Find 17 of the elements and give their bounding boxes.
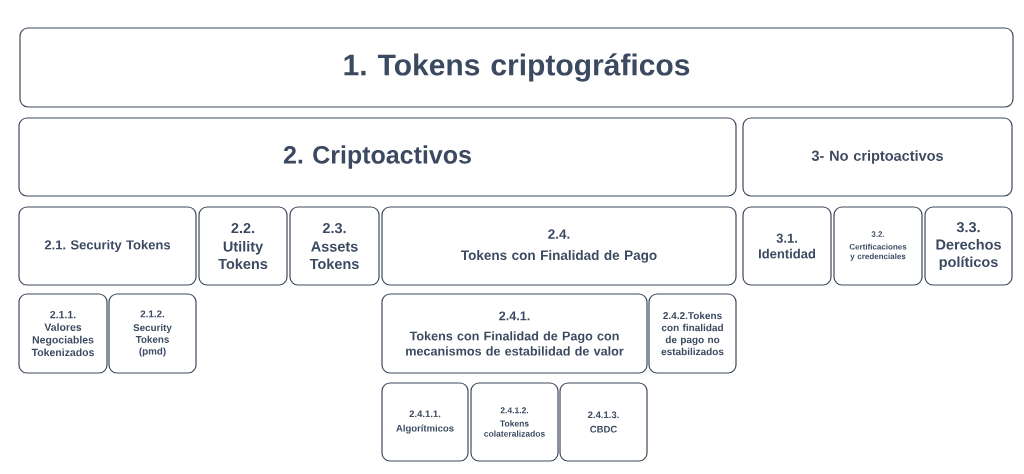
category-box: 3.3. Derechos políticos <box>924 206 1013 286</box>
category-box: 3.1. Identidad <box>742 206 832 286</box>
category-box: 2.4.2.Tokens con finalidad de pago no estabilizados <box>648 293 737 374</box>
category-box: 1. Tokens criptográficos <box>19 27 1014 108</box>
category-box: 2.4.1. Tokens con Finalidad de Pago con mecanismos de estabilidad de valor <box>381 293 648 374</box>
category-box: 2.1.1. Valores Negociables Tokenizados <box>18 293 108 374</box>
category-box: 2.4.1.2. Tokens colateralizados <box>470 382 559 462</box>
category-box: 2. Criptoactivos <box>18 117 737 197</box>
category-box: 2.2. Utility Tokens <box>198 206 288 286</box>
category-box: 2.1.2. Security Tokens (pmd) <box>108 293 197 374</box>
category-box: 2.4.1.3. CBDC <box>559 382 648 462</box>
category-box: 2.1. Security Tokens <box>18 206 197 286</box>
category-box: 2.3. Assets Tokens <box>289 206 380 286</box>
category-box: 3.2. Certificaciones y credenciales <box>833 206 923 286</box>
category-box: 2.4.1.1. Algorítmicos <box>381 382 469 462</box>
category-box: 3- No criptoactivos <box>742 117 1013 197</box>
category-box: 2.4. Tokens con Finalidad de Pago <box>381 206 737 286</box>
